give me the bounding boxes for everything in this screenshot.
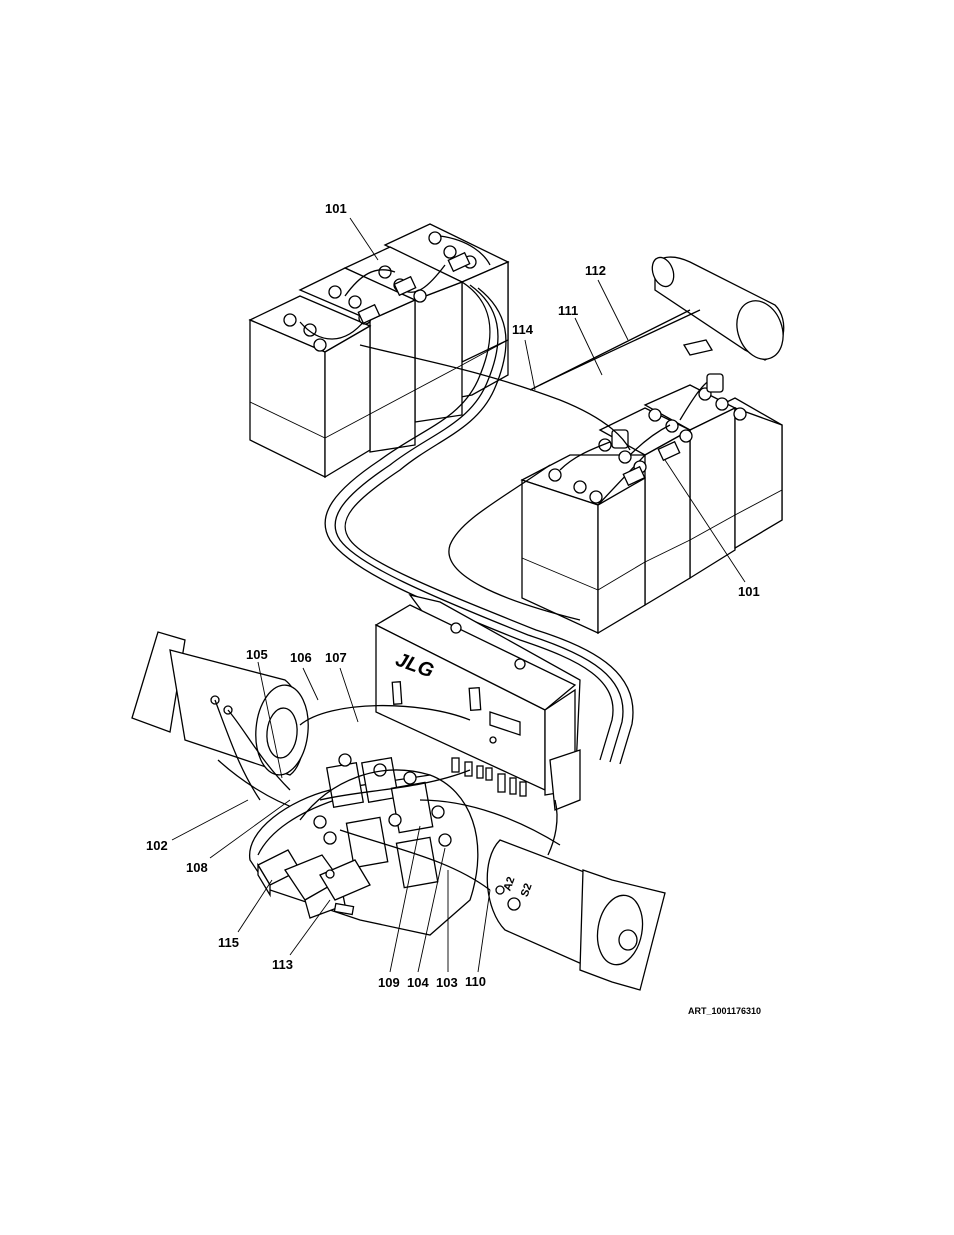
- callout-113: 113: [272, 957, 293, 972]
- battery-group-rear: [250, 224, 508, 477]
- callout-112: 112: [585, 263, 606, 278]
- callout-101-front: 101: [738, 584, 760, 599]
- callout-104: 104: [407, 975, 429, 990]
- motor-right: S2 A2: [487, 840, 665, 990]
- callout-110: 110: [465, 974, 486, 989]
- callout-109: 109: [378, 975, 400, 990]
- callout-115: 115: [218, 935, 239, 950]
- art-id: ART_1001176310: [688, 1006, 761, 1016]
- callout-106: 106: [290, 650, 312, 665]
- callout-108: 108: [186, 860, 208, 875]
- callout-103: 103: [436, 975, 458, 990]
- horn-cylinder: [648, 254, 790, 365]
- callout-102: 102: [146, 838, 168, 853]
- callout-111: 111: [558, 303, 578, 318]
- motor-left: [132, 632, 312, 810]
- callout-101-rear: 101: [325, 201, 347, 216]
- callout-114: 114: [512, 322, 534, 337]
- callout-105: 105: [246, 647, 268, 662]
- callout-107: 107: [325, 650, 347, 665]
